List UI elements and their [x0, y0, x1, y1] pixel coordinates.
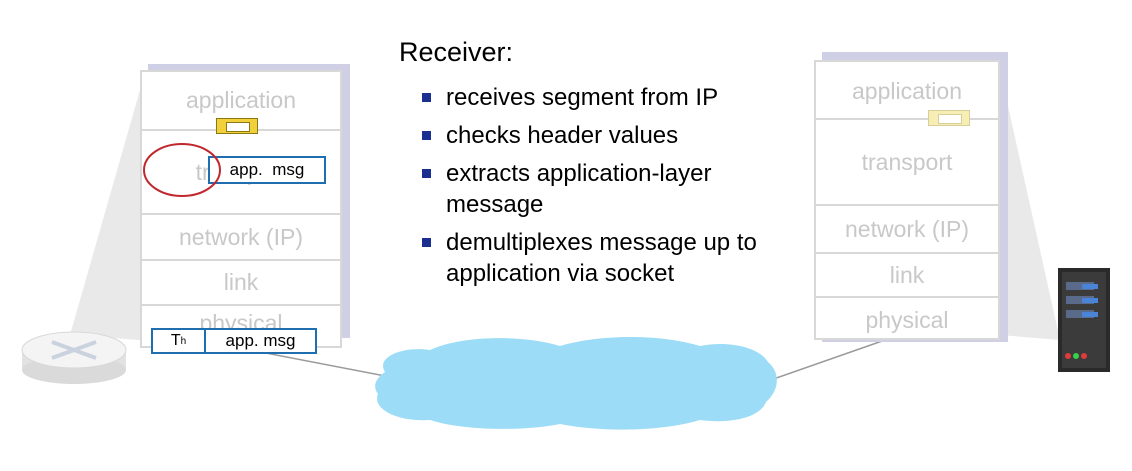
left-layer-network: network (IP) — [142, 213, 340, 259]
right-layer-link: link — [816, 252, 998, 296]
transport-app-message-label: app. msg — [229, 160, 305, 179]
link-line-left — [249, 349, 386, 377]
right-layer-application: application — [852, 78, 962, 104]
link-line-right — [764, 339, 886, 383]
receiver-bullet-2: checks header values — [420, 120, 780, 151]
receiver-title: Receiver: — [399, 37, 514, 67]
right-perspective-shade — [1000, 70, 1060, 340]
segment-payload-cell: app. msg — [206, 330, 315, 352]
segment-payload: app. msg — [225, 331, 296, 350]
segment-header: T — [170, 332, 181, 349]
right-layer-network: network (IP) — [816, 204, 998, 252]
right-protocol-stack: application transport network (IP) link … — [814, 60, 1000, 340]
left-layer-link: link — [142, 259, 340, 304]
segment-header-subscript: h — [180, 335, 187, 347]
right-layer-physical: physical — [816, 296, 998, 342]
left-perspective-shade — [70, 90, 140, 340]
socket-icon-faded — [928, 110, 970, 126]
left-protocol-stack: application transport network (IP) link … — [140, 70, 342, 348]
server-icon — [1058, 268, 1110, 372]
router-icon — [21, 331, 127, 384]
socket-icon — [216, 118, 258, 134]
left-layer-application: application — [186, 87, 296, 113]
receiver-bullet-1: receives segment from IP — [420, 82, 780, 113]
transport-app-message: app. msg — [208, 156, 326, 184]
receiver-bullet-list: receives segment from IP checks header v… — [420, 82, 780, 289]
receiver-bullet-4: demultiplexes message up to application … — [420, 227, 780, 289]
receiver-bullet-3: extracts application-layer message — [420, 158, 780, 220]
right-layer-transport: transport — [816, 118, 998, 204]
network-cloud — [375, 337, 777, 430]
